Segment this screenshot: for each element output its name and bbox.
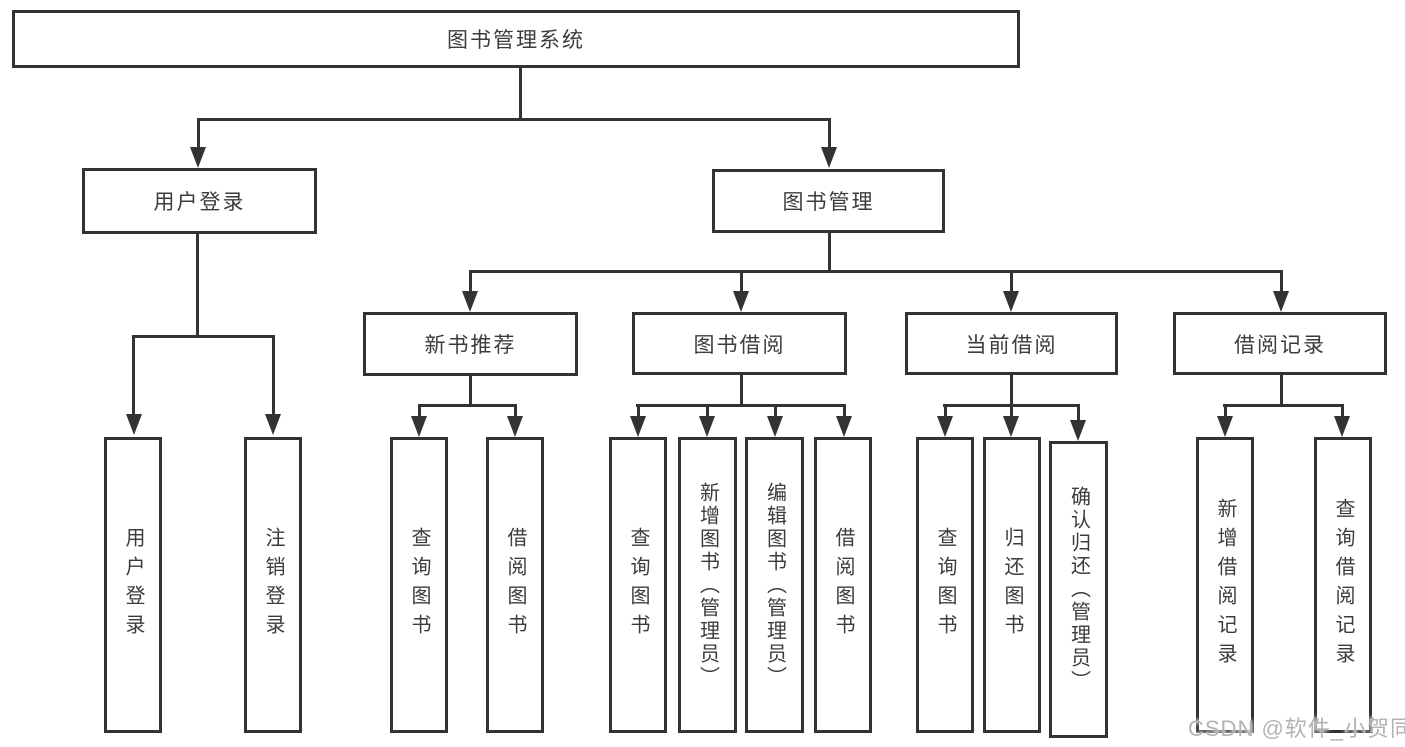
arrow-down-icon	[265, 414, 281, 435]
leaf-borrow-books-label: 借阅图书	[832, 527, 854, 643]
node-user-login-label: 用户登录	[153, 191, 246, 214]
node-borrow-records-label: 借阅记录	[1234, 333, 1326, 357]
leaf-user-login-label: 用户登录	[122, 527, 144, 643]
connector-stem-book-management	[828, 118, 831, 149]
connector-stem-leaf-logout	[272, 335, 275, 416]
node-new-book-recommend-label: 新书推荐	[424, 334, 517, 357]
arrow-down-icon	[126, 414, 142, 435]
connector-stem	[637, 404, 640, 419]
arrow-down-icon	[821, 147, 837, 168]
leaf-query-books-borrow-label: 查询图书	[627, 527, 649, 643]
connector-stem	[1224, 404, 1227, 419]
leaf-confirm-return-admin-label: 确认归还（管理员）	[1067, 486, 1090, 693]
connector-stem-current-borrow	[1010, 270, 1013, 292]
connector-stem-book-borrow	[740, 270, 743, 292]
connector-stem-leaf-user-login	[132, 335, 135, 416]
connector-new-book-split	[418, 404, 517, 407]
connector-book-borrow-feed	[740, 374, 743, 407]
arrow-down-icon	[411, 416, 427, 437]
connector-borrow-records-feed	[1280, 374, 1283, 407]
node-current-borrow: 当前借阅	[905, 312, 1118, 375]
leaf-borrow-books: 借阅图书	[814, 437, 872, 733]
leaf-add-borrow-record: 新增借阅记录	[1196, 437, 1254, 733]
connector-root-feed	[519, 67, 522, 119]
leaf-return-book-label: 归还图书	[1001, 527, 1023, 643]
leaf-logout: 注销登录	[244, 437, 302, 733]
arrow-down-icon	[507, 416, 523, 437]
node-root: 图书管理系统	[12, 10, 1020, 68]
connector-stem	[514, 404, 517, 419]
connector-stem-borrow-records	[1280, 270, 1283, 292]
node-borrow-records: 借阅记录	[1173, 312, 1387, 375]
connector-stem	[774, 404, 777, 419]
arrow-down-icon	[1273, 291, 1289, 312]
connector-stem-new-book	[469, 270, 472, 292]
arrow-down-icon	[630, 416, 646, 437]
connector-book-management-split	[469, 270, 1282, 273]
node-book-management-label: 图书管理	[782, 191, 875, 214]
connector-stem	[706, 404, 709, 419]
watermark: CSDN @软件_小贺同学	[1188, 716, 1405, 741]
arrow-down-icon	[937, 416, 953, 437]
connector-stem-user-login	[197, 118, 200, 149]
leaf-query-books-borrow: 查询图书	[609, 437, 667, 733]
connector-stem	[418, 404, 421, 419]
node-root-label: 图书管理系统	[447, 29, 585, 52]
leaf-query-borrow-record-label: 查询借阅记录	[1332, 498, 1354, 672]
leaf-query-books-recommend: 查询图书	[390, 437, 448, 733]
node-book-management: 图书管理	[712, 169, 945, 233]
arrow-down-icon	[1334, 416, 1350, 437]
connector-book-management-feed	[828, 233, 831, 273]
arrow-down-icon	[462, 291, 478, 312]
node-user-login: 用户登录	[82, 168, 317, 234]
connector-current-borrow-feed	[1010, 374, 1013, 407]
arrow-down-icon	[733, 291, 749, 312]
connector-book-borrow-split	[636, 404, 846, 407]
leaf-user-login: 用户登录	[104, 437, 162, 733]
leaf-query-books-current-label: 查询图书	[934, 527, 956, 643]
arrow-down-icon	[1217, 416, 1233, 437]
leaf-query-books-recommend-label: 查询图书	[408, 527, 430, 643]
node-book-borrow-label: 图书借阅	[693, 333, 786, 357]
connector-stem	[1077, 404, 1080, 422]
arrow-down-icon	[1003, 291, 1019, 312]
connector-root-split	[197, 118, 830, 121]
connector-stem	[1010, 404, 1013, 419]
node-new-book-recommend: 新书推荐	[363, 312, 578, 376]
leaf-edit-book-admin-label: 编辑图书（管理员）	[763, 481, 786, 689]
leaf-return-book: 归还图书	[983, 437, 1041, 733]
connector-stem	[944, 404, 947, 419]
leaf-add-borrow-record-label: 新增借阅记录	[1214, 498, 1236, 672]
leaf-borrow-books-recommend-label: 借阅图书	[504, 527, 526, 643]
arrow-down-icon	[1070, 420, 1086, 441]
arrow-down-icon	[190, 147, 206, 168]
leaf-add-book-admin-label: 新增图书（管理员）	[696, 481, 719, 689]
node-current-borrow-label: 当前借阅	[965, 333, 1058, 357]
leaf-confirm-return-admin: 确认归还（管理员）	[1049, 441, 1108, 738]
leaf-edit-book-admin: 编辑图书（管理员）	[745, 437, 804, 733]
connector-borrow-records-split	[1223, 404, 1344, 407]
arrow-down-icon	[836, 416, 852, 437]
connector-user-login-feed	[196, 233, 199, 337]
leaf-query-borrow-record: 查询借阅记录	[1314, 437, 1372, 733]
connector-stem	[1341, 404, 1344, 419]
leaf-logout-label: 注销登录	[262, 527, 284, 643]
connector-stem	[843, 404, 846, 419]
arrow-down-icon	[699, 416, 715, 437]
node-book-borrow: 图书借阅	[632, 312, 847, 375]
connector-new-book-feed	[469, 374, 472, 407]
arrow-down-icon	[767, 416, 783, 437]
connector-user-login-split	[132, 335, 274, 338]
leaf-query-books-current: 查询图书	[916, 437, 974, 733]
leaf-add-book-admin: 新增图书（管理员）	[678, 437, 737, 733]
leaf-borrow-books-recommend: 借阅图书	[486, 437, 544, 733]
arrow-down-icon	[1003, 416, 1019, 437]
